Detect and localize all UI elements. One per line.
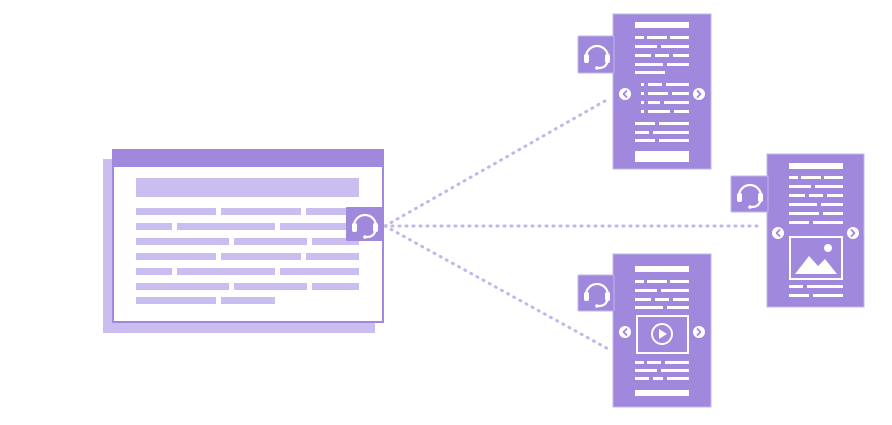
headset-badge bbox=[577, 35, 615, 74]
chevron-left-icon[interactable] bbox=[619, 326, 631, 338]
chevron-left-icon[interactable] bbox=[619, 88, 631, 100]
phone-text-lines bbox=[789, 163, 843, 297]
chevron-right-icon[interactable] bbox=[693, 88, 705, 100]
browser-text-lines bbox=[136, 208, 359, 304]
chevron-left-icon[interactable] bbox=[772, 227, 784, 239]
play-icon[interactable] bbox=[651, 323, 673, 345]
headset-icon bbox=[584, 44, 610, 70]
headset-icon bbox=[737, 183, 763, 209]
headset-icon bbox=[584, 282, 610, 308]
browser-window bbox=[103, 149, 384, 333]
mobile-video bbox=[577, 253, 712, 408]
phone-text-lines bbox=[635, 266, 689, 396]
headset-badge bbox=[577, 274, 615, 312]
headset-badge bbox=[730, 175, 769, 213]
video-frame bbox=[636, 315, 689, 354]
headset-icon bbox=[352, 213, 378, 239]
connector-top bbox=[383, 96, 612, 228]
connector-lines bbox=[383, 96, 764, 352]
browser-headset-badge bbox=[346, 207, 384, 241]
image-icon bbox=[789, 236, 843, 280]
connector-bottom bbox=[383, 224, 612, 352]
chevron-right-icon[interactable] bbox=[847, 227, 859, 239]
browser-title-bar bbox=[113, 150, 383, 167]
mobile-text bbox=[577, 13, 712, 170]
phone-text-lines bbox=[635, 22, 689, 162]
mobile-image bbox=[730, 153, 865, 308]
browser-heading-block bbox=[136, 178, 359, 197]
chevron-right-icon[interactable] bbox=[693, 326, 705, 338]
browser-frame bbox=[112, 149, 384, 323]
